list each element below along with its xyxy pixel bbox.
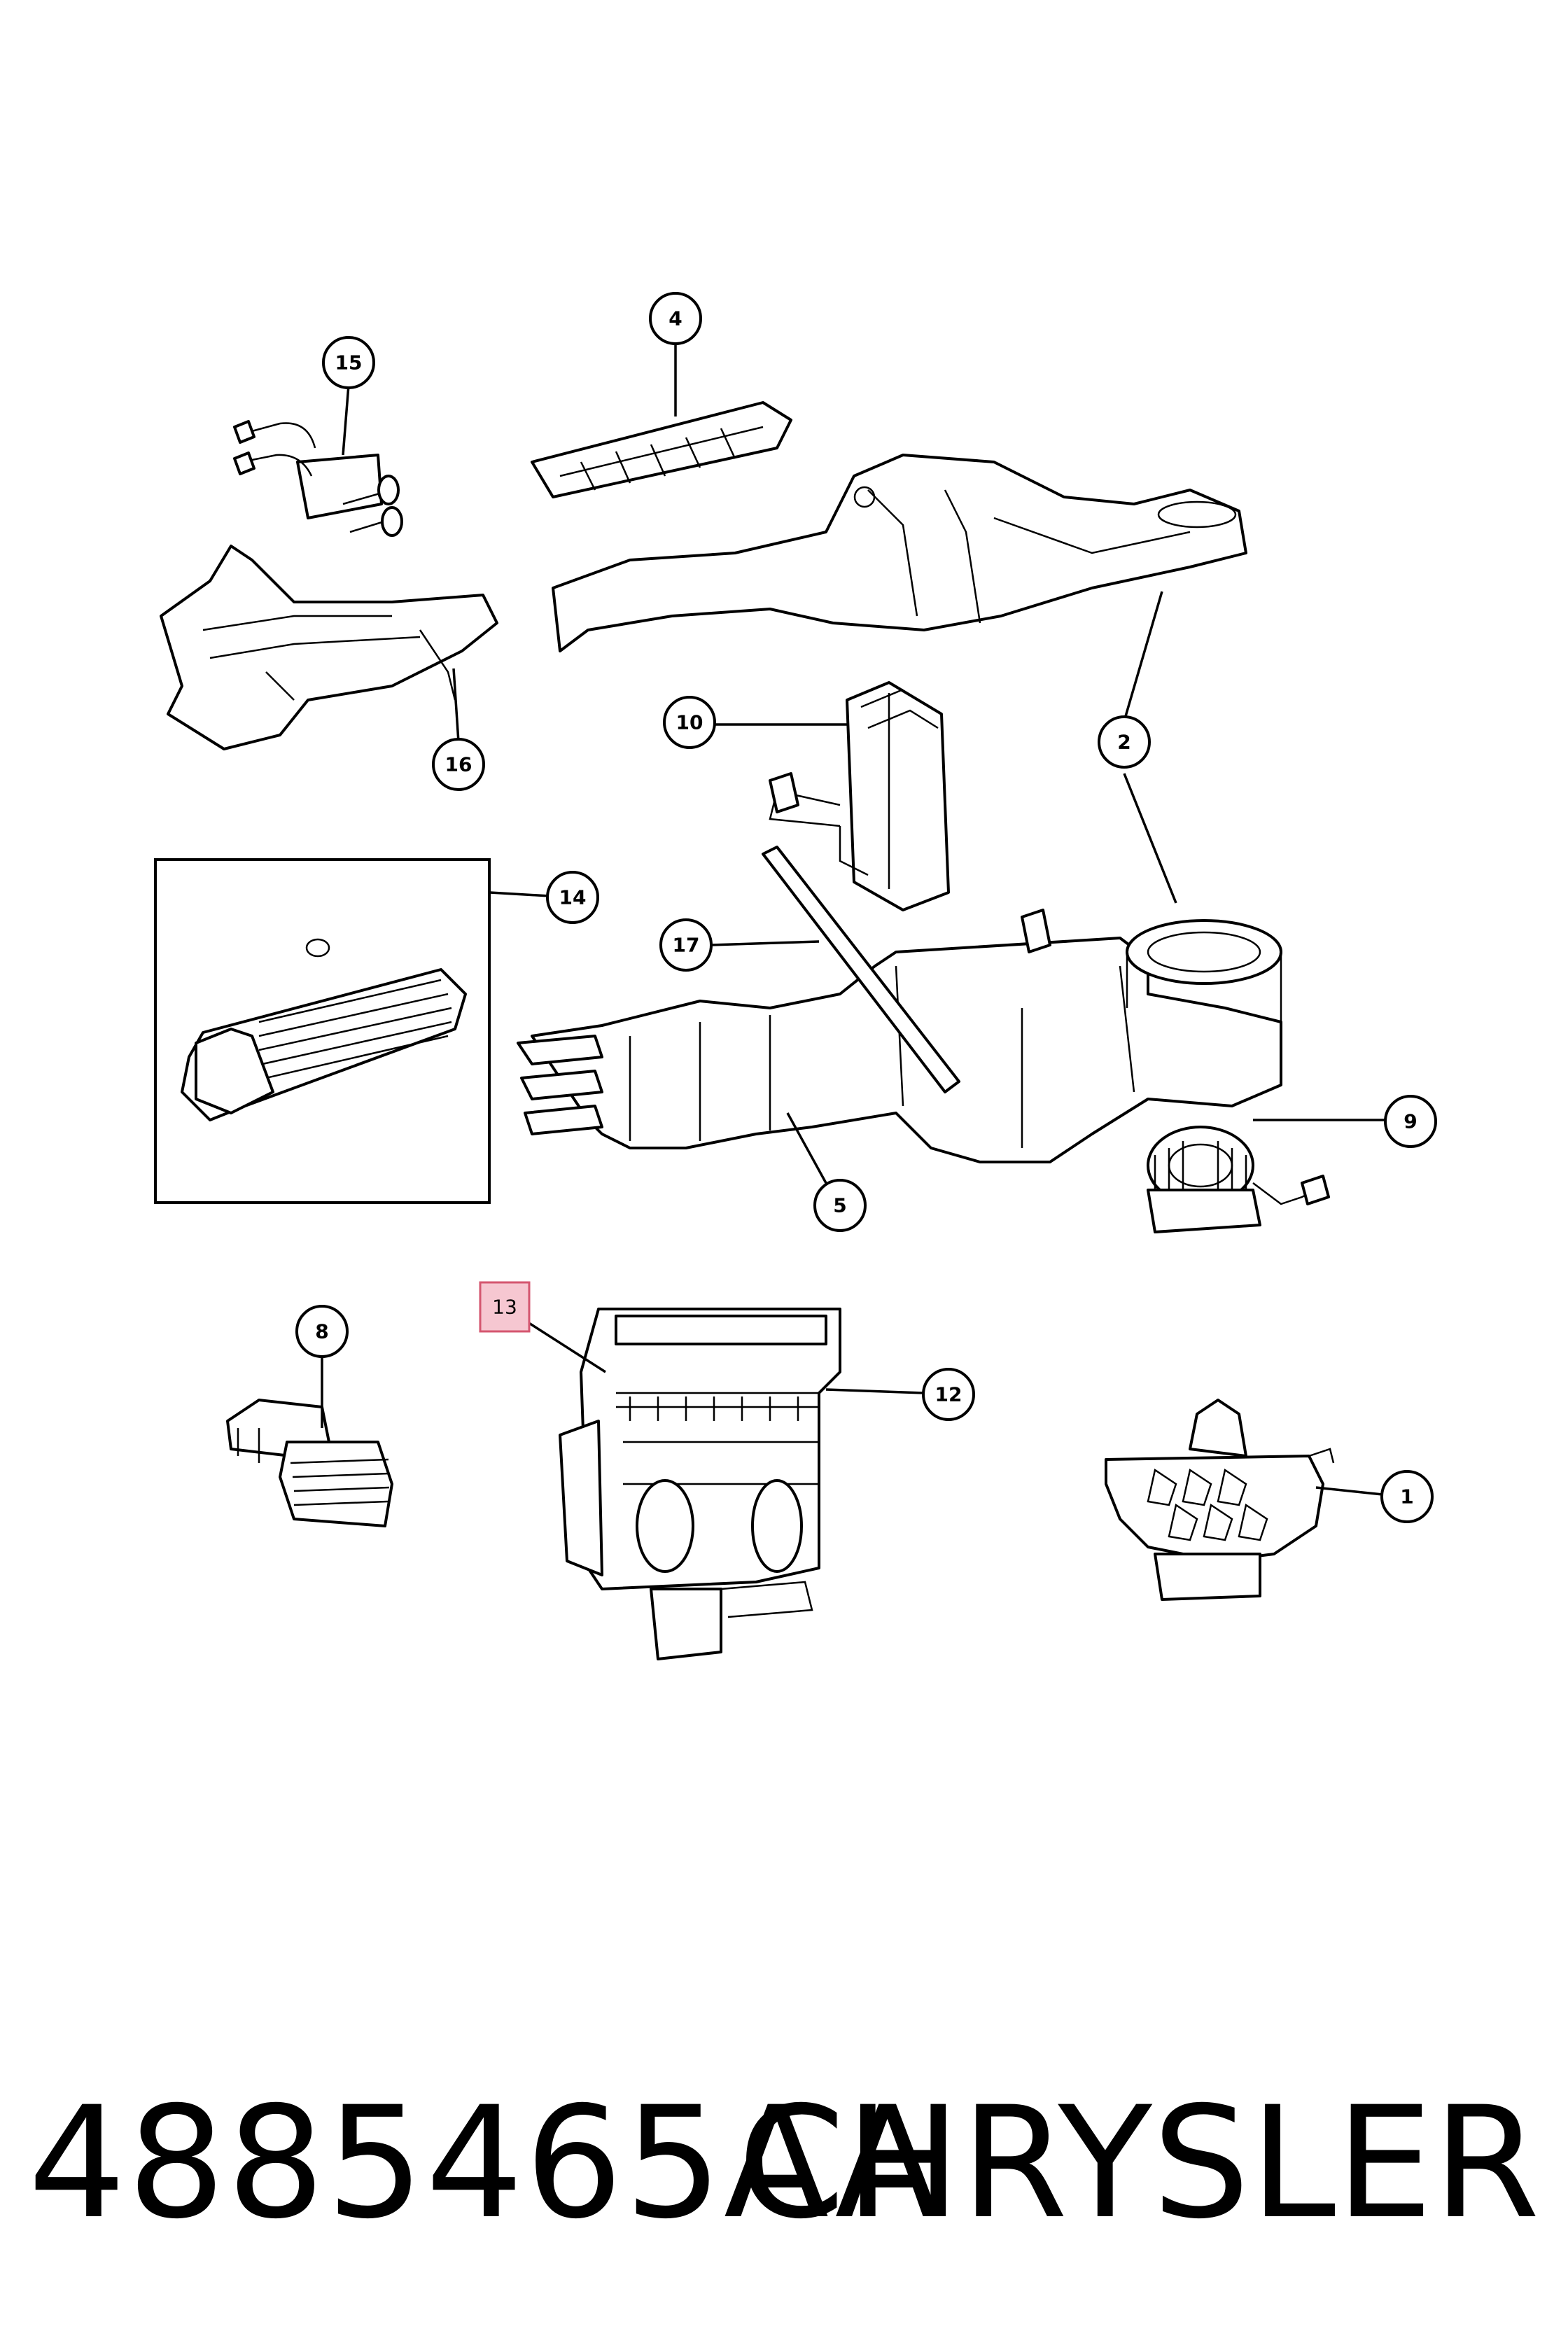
callout-13-highlighted[interactable]: 13	[479, 1281, 531, 1333]
svg-text:2: 2	[1117, 731, 1130, 754]
callout-17: 17	[659, 918, 713, 972]
part-17-rod	[762, 846, 960, 1093]
svg-text:4: 4	[668, 307, 682, 330]
part-8-resistor	[226, 1399, 393, 1527]
callout-10: 10	[663, 696, 716, 749]
callout-15: 15	[322, 336, 375, 389]
callout-4: 4	[649, 292, 702, 345]
part-12-hvac-module	[559, 1308, 841, 1660]
brand-name: CHRYSLER	[737, 2073, 1540, 2253]
part-1-blower-housing	[1105, 1399, 1335, 1601]
callout-5: 5	[813, 1179, 867, 1232]
callout-8: 8	[295, 1305, 349, 1358]
callout-9: 9	[1384, 1095, 1437, 1148]
svg-text:15: 15	[335, 351, 363, 374]
svg-text:5: 5	[833, 1194, 846, 1217]
svg-text:17: 17	[673, 934, 700, 957]
svg-text:13: 13	[492, 1296, 517, 1319]
part-15-heater-tubes	[233, 420, 403, 537]
svg-text:1: 1	[1400, 1485, 1413, 1508]
callout-12: 12	[922, 1368, 975, 1421]
leader-lines	[321, 340, 1386, 1496]
svg-text:16: 16	[445, 753, 472, 776]
part-4-grille	[531, 401, 792, 498]
part-9-blower-motor	[1147, 1126, 1330, 1233]
part-number: 4885465AA	[28, 2073, 941, 2253]
callout-14: 14	[546, 871, 599, 924]
part-10-evaporator	[769, 681, 950, 911]
svg-text:10: 10	[676, 711, 704, 734]
footer: 4885465AA CHRYSLER	[0, 2058, 1568, 2268]
svg-text:9: 9	[1404, 1110, 1417, 1133]
callout-16: 16	[432, 738, 485, 791]
part-2-upper-housing	[552, 454, 1247, 652]
callout-1: 1	[1380, 1470, 1434, 1523]
svg-text:14: 14	[559, 886, 587, 909]
svg-text:8: 8	[315, 1320, 328, 1343]
svg-text:12: 12	[935, 1383, 962, 1406]
part-14-filter-frame	[154, 858, 491, 1204]
exploded-parts-diagram: 15 4 16 2 10 14 17 5 9 8 13 12	[154, 292, 1437, 1660]
callout-2: 2	[1098, 715, 1151, 769]
part-5-lower-housing	[517, 909, 1282, 1163]
part-16-duct	[160, 545, 498, 750]
